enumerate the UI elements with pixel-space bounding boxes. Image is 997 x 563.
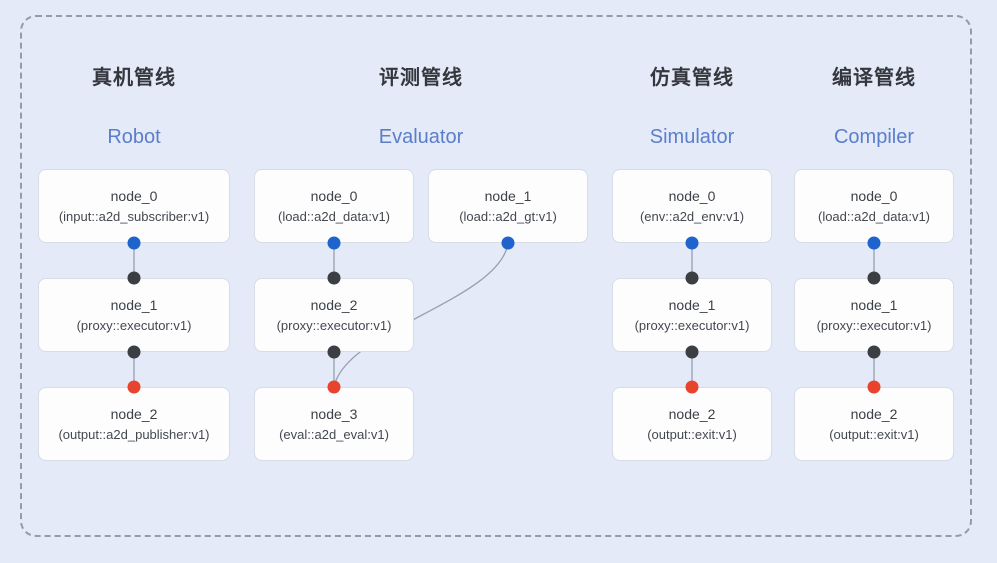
node-type: (output::exit:v1) — [829, 427, 919, 442]
sink-port-dot — [685, 380, 699, 394]
robot-node-0: node_0 (input::a2d_subscriber:v1) — [38, 169, 230, 243]
node-type: (load::a2d_gt:v1) — [459, 209, 557, 224]
input-port-dot — [127, 271, 141, 285]
node-title: node_0 — [310, 188, 358, 204]
pipeline-title-en-robot: Robot — [107, 126, 161, 148]
sink-port-dot — [327, 380, 341, 394]
input-port-dot — [327, 271, 341, 285]
output-port-dot — [685, 236, 699, 250]
node-title: node_1 — [110, 297, 158, 313]
input-port-dot — [685, 271, 699, 285]
pipeline-title-zh-evaluator: 评测管线 — [379, 67, 463, 89]
node-type: (output::a2d_publisher:v1) — [58, 427, 210, 442]
node-title: node_3 — [310, 406, 358, 422]
simulator-node-1: node_1 (proxy::executor:v1) — [612, 278, 772, 352]
node-type: (eval::a2d_eval:v1) — [279, 427, 389, 442]
node-title: node_1 — [850, 297, 898, 313]
node-title: node_2 — [668, 406, 716, 422]
node-type: (proxy::executor:v1) — [816, 318, 932, 333]
node-type: (load::a2d_data:v1) — [277, 209, 391, 224]
simulator-node-2: node_2 (output::exit:v1) — [612, 387, 772, 461]
node-title: node_1 — [484, 188, 532, 204]
evaluator-node-3: node_3 (eval::a2d_eval:v1) — [254, 387, 414, 461]
sink-port-dot — [867, 380, 881, 394]
input-port-dot — [685, 345, 699, 359]
node-title: node_2 — [310, 297, 358, 313]
node-type: (output::exit:v1) — [647, 427, 737, 442]
pipeline-title-en-compiler: Compiler — [833, 126, 915, 148]
compiler-node-1: node_1 (proxy::executor:v1) — [794, 278, 954, 352]
robot-node-1: node_1 (proxy::executor:v1) — [38, 278, 230, 352]
node-type: (input::a2d_subscriber:v1) — [58, 209, 210, 224]
node-title: node_2 — [110, 406, 158, 422]
output-port-dot — [867, 236, 881, 250]
robot-node-2: node_2 (output::a2d_publisher:v1) — [38, 387, 230, 461]
evaluator-node-1: node_1 (load::a2d_gt:v1) — [428, 169, 588, 243]
input-port-dot — [127, 345, 141, 359]
output-port-dot — [327, 236, 341, 250]
node-type: (env::a2d_env:v1) — [639, 209, 745, 224]
sink-port-dot — [127, 380, 141, 394]
pipeline-title-zh-compiler: 编译管线 — [832, 67, 916, 89]
input-port-dot — [867, 271, 881, 285]
node-title: node_0 — [668, 188, 716, 204]
node-title: node_2 — [850, 406, 898, 422]
node-type: (proxy::executor:v1) — [634, 318, 750, 333]
pipeline-title-en-evaluator: Evaluator — [378, 126, 464, 148]
node-type: (load::a2d_data:v1) — [817, 209, 931, 224]
pipeline-title-zh-simulator: 仿真管线 — [650, 67, 734, 89]
evaluator-node-0: node_0 (load::a2d_data:v1) — [254, 169, 414, 243]
node-title: node_0 — [110, 188, 158, 204]
output-port-dot — [127, 236, 141, 250]
pipeline-title-en-simulator: Simulator — [649, 126, 735, 148]
compiler-node-0: node_0 (load::a2d_data:v1) — [794, 169, 954, 243]
simulator-node-0: node_0 (env::a2d_env:v1) — [612, 169, 772, 243]
dashed-border-frame — [20, 15, 972, 537]
node-type: (proxy::executor:v1) — [276, 318, 392, 333]
node-title: node_1 — [668, 297, 716, 313]
compiler-node-2: node_2 (output::exit:v1) — [794, 387, 954, 461]
node-type: (proxy::executor:v1) — [76, 318, 192, 333]
evaluator-node-2: node_2 (proxy::executor:v1) — [254, 278, 414, 352]
input-port-dot — [327, 345, 341, 359]
node-title: node_0 — [850, 188, 898, 204]
input-port-dot — [867, 345, 881, 359]
output-port-dot — [501, 236, 515, 250]
pipeline-title-zh-robot: 真机管线 — [92, 67, 176, 89]
